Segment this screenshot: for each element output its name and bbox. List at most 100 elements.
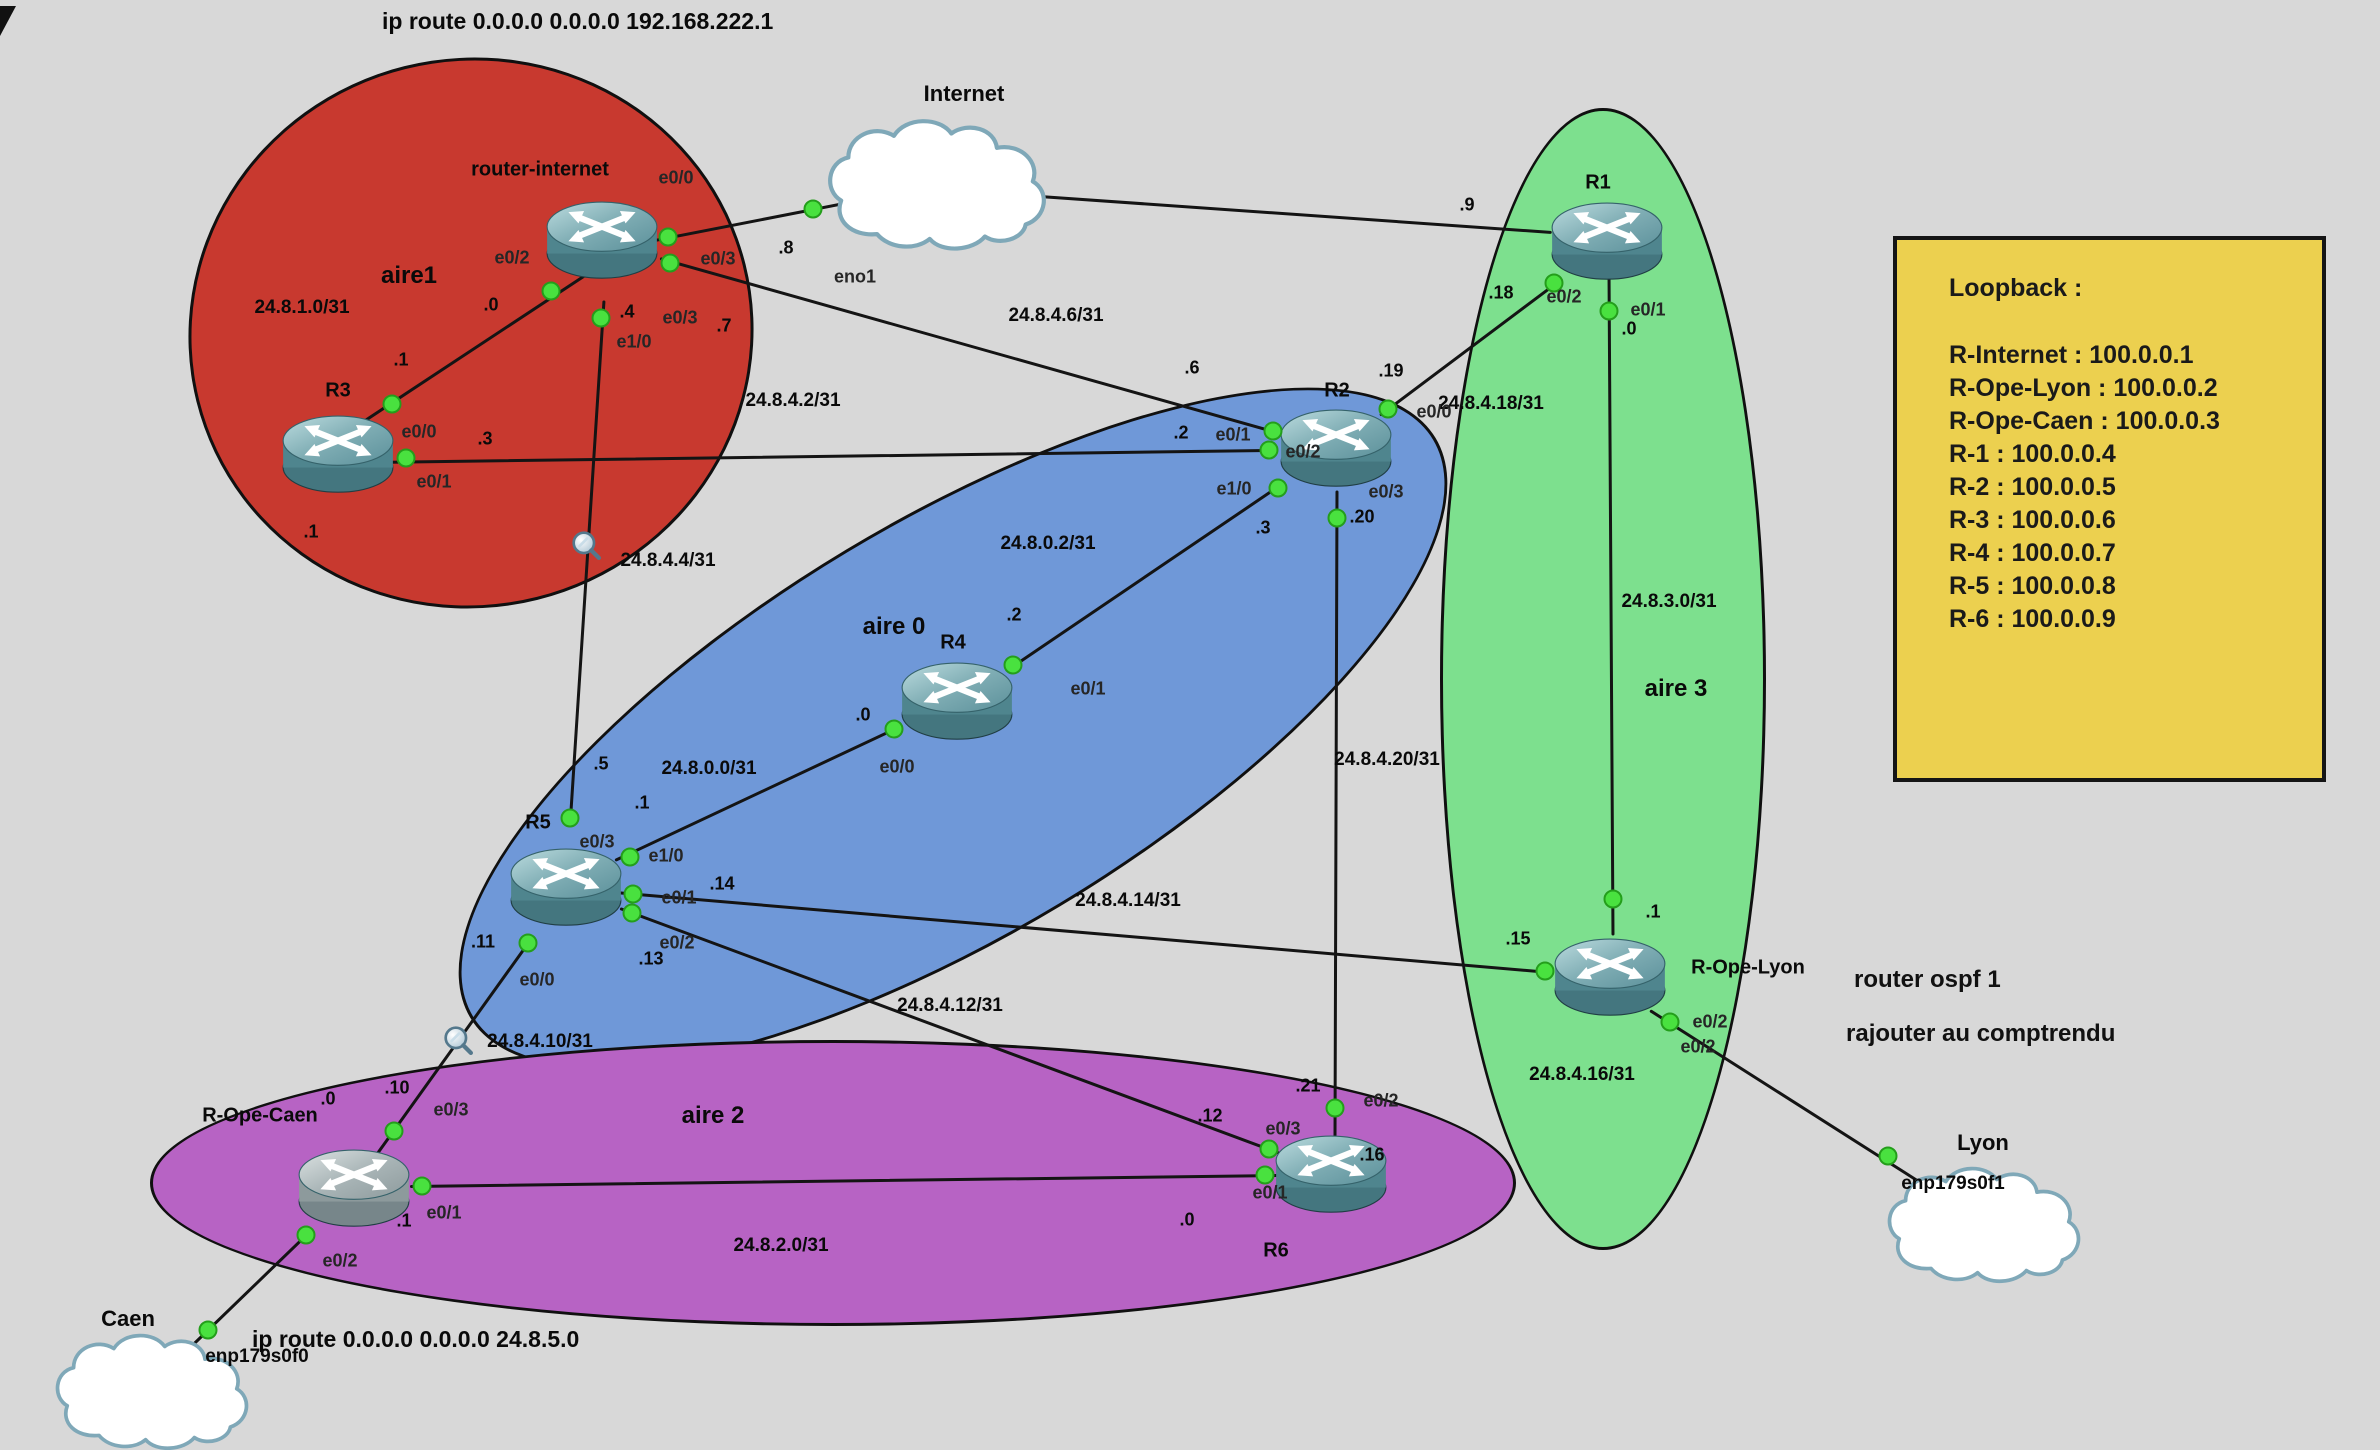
router-router-internet[interactable] bbox=[546, 198, 658, 281]
port-label: e0/1 bbox=[1215, 424, 1251, 445]
area-label: aire 0 bbox=[862, 613, 926, 640]
port-label: e0/2 bbox=[1363, 1090, 1399, 1111]
cloud-icon bbox=[55, 1333, 249, 1450]
link-filter-magnifier-icon-1[interactable] bbox=[443, 1025, 473, 1055]
link-status-dot-17 bbox=[1603, 889, 1623, 909]
legend-line: R-5 : 100.0.0.8 bbox=[1949, 572, 2116, 600]
link-status-dot-18 bbox=[623, 884, 643, 904]
host-addr-label: .2 bbox=[1006, 604, 1022, 625]
link-status-dot-29 bbox=[1325, 1098, 1345, 1118]
link-status-dot-13 bbox=[1268, 478, 1288, 498]
link-status-dot-4 bbox=[396, 448, 416, 468]
link-status-dot-7 bbox=[1263, 421, 1283, 441]
link-status-dot-3 bbox=[382, 394, 402, 414]
link-status-dot-21 bbox=[1259, 1139, 1279, 1159]
link-status-dot-24 bbox=[412, 1176, 432, 1196]
area-label: aire1 bbox=[380, 262, 438, 289]
link-status-dot-6 bbox=[660, 253, 680, 273]
router-icon bbox=[1554, 938, 1666, 1016]
router-name-label: R4 bbox=[940, 631, 966, 654]
host-addr-label: .0 bbox=[1621, 318, 1637, 339]
subnet-label: 24.8.4.12/31 bbox=[897, 995, 1003, 1016]
host-addr-label: .10 bbox=[384, 1077, 410, 1098]
router-name-label: R1 bbox=[1585, 171, 1611, 194]
port-label: e0/2 bbox=[659, 932, 695, 953]
port-label: e1/0 bbox=[616, 331, 652, 352]
legend-line: R-3 : 100.0.0.6 bbox=[1949, 506, 2116, 534]
link-status-dot-11 bbox=[884, 719, 904, 739]
link-status-dot-8 bbox=[591, 308, 611, 328]
static-route-note-top[interactable]: ip route 0.0.0.0 0.0.0.0 192.168.222.1 bbox=[382, 8, 774, 34]
subnet-label: 24.8.4.18/31 bbox=[1438, 393, 1544, 414]
link-line-8[interactable] bbox=[1039, 194, 1553, 234]
legend-line: R-Internet : 100.0.0.1 bbox=[1949, 341, 2194, 369]
link-status-dot-25 bbox=[1255, 1165, 1275, 1185]
port-label: e0/3 bbox=[433, 1099, 469, 1120]
cloud-lyon[interactable] bbox=[1852, 1163, 2117, 1288]
router-name-label: R6 bbox=[1263, 1239, 1289, 1262]
host-addr-label: .1 bbox=[634, 792, 650, 813]
router-r-ope-lyon[interactable] bbox=[1554, 935, 1666, 1018]
subnet-label: 24.8.0.0/31 bbox=[661, 758, 757, 779]
host-addr-label: .14 bbox=[709, 873, 735, 894]
report-note[interactable]: rajouter au comptrendu bbox=[1846, 1020, 2116, 1047]
subnet-label: 24.8.1.0/31 bbox=[254, 297, 350, 318]
router-r5[interactable] bbox=[510, 845, 622, 928]
link-line-15[interactable] bbox=[1333, 489, 1339, 1138]
link-filter-magnifier-icon-0[interactable] bbox=[571, 530, 601, 560]
host-addr-label: .0 bbox=[483, 294, 499, 315]
host-addr-label: .8 bbox=[778, 237, 794, 258]
router-icon bbox=[282, 415, 394, 493]
port-label: e0/0 bbox=[1416, 401, 1452, 422]
link-status-dot-27 bbox=[198, 1320, 218, 1340]
host-addr-label: .20 bbox=[1349, 506, 1375, 527]
link-status-dot-0 bbox=[658, 227, 678, 247]
link-status-dot-10 bbox=[620, 847, 640, 867]
host-addr-label: .13 bbox=[638, 948, 664, 969]
router-r1[interactable] bbox=[1551, 199, 1663, 282]
host-addr-label: .18 bbox=[1488, 282, 1514, 303]
legend-line: R-Ope-Lyon : 100.0.0.2 bbox=[1949, 374, 2218, 402]
link-status-dot-12 bbox=[1003, 655, 1023, 675]
host-addr-label: .15 bbox=[1505, 928, 1531, 949]
router-icon bbox=[1275, 1135, 1387, 1213]
legend-line: R-6 : 100.0.0.9 bbox=[1949, 605, 2116, 633]
router-r4[interactable] bbox=[901, 659, 1013, 742]
ospf-note[interactable]: router ospf 1 bbox=[1854, 966, 2001, 993]
router-r-ope-caen[interactable] bbox=[298, 1146, 410, 1229]
static-route-note-bottom[interactable]: ip route 0.0.0.0 0.0.0.0 24.8.5.0 bbox=[252, 1326, 580, 1352]
router-name-label: R5 bbox=[525, 811, 551, 834]
port-label: e0/3 bbox=[1368, 481, 1404, 502]
area-ellipse-aire3[interactable] bbox=[1440, 108, 1766, 1250]
legend-line: R-4 : 100.0.0.7 bbox=[1949, 539, 2116, 567]
cloud-label: Internet bbox=[923, 81, 1005, 106]
router-name-label: R3 bbox=[325, 379, 351, 402]
legend-line: R-1 : 100.0.0.4 bbox=[1949, 440, 2116, 468]
host-addr-label: .12 bbox=[1197, 1105, 1223, 1126]
port-label: e0/1 bbox=[1630, 299, 1666, 320]
subnet-label: 24.8.4.2/31 bbox=[745, 390, 841, 411]
port-label: e1/0 bbox=[648, 845, 684, 866]
host-addr-label: .1 bbox=[303, 521, 319, 542]
legend-line: R-2 : 100.0.0.5 bbox=[1949, 473, 2116, 501]
link-status-dot-22 bbox=[518, 933, 538, 953]
router-r2[interactable] bbox=[1280, 406, 1392, 489]
cloud-caen[interactable] bbox=[32, 1330, 272, 1450]
link-status-dot-2 bbox=[541, 281, 561, 301]
link-status-dot-14 bbox=[1378, 399, 1398, 419]
router-name-label: R2 bbox=[1324, 379, 1350, 402]
link-status-dot-16 bbox=[1599, 301, 1619, 321]
legend-title: Loopback : bbox=[1949, 274, 2083, 302]
cloud-internet[interactable] bbox=[822, 110, 1052, 260]
router-r3[interactable] bbox=[282, 412, 394, 495]
port-label: e0/3 bbox=[1265, 1118, 1301, 1139]
host-addr-label: .7 bbox=[716, 315, 732, 336]
port-label: e0/0 bbox=[879, 756, 915, 777]
router-r6[interactable] bbox=[1275, 1132, 1387, 1215]
port-label: eno1 bbox=[833, 266, 877, 287]
cloud-interface-label: enp179s0f1 bbox=[1901, 1173, 2005, 1194]
router-icon bbox=[510, 848, 622, 926]
port-label: e0/2 bbox=[1680, 1036, 1716, 1057]
